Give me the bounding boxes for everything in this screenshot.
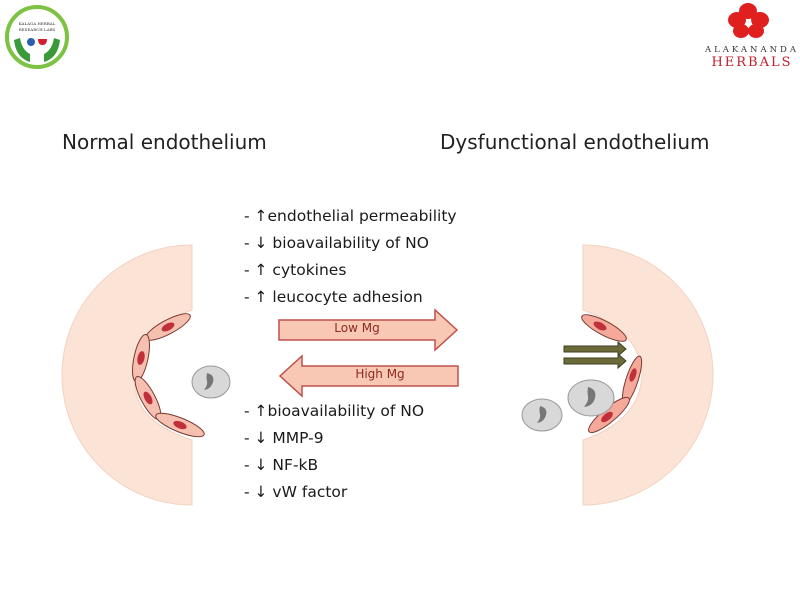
circulating-leucocyte: [521, 398, 563, 432]
alakananda-flower-logo: [728, 3, 769, 38]
list-item: - ↑bioavailability of NO: [244, 402, 425, 420]
low-mg-effects-list: - ↑endothelial permeability - ↓ bioavail…: [244, 203, 457, 311]
low-mg-label: Low Mg: [334, 321, 380, 335]
permeability-arrows: [563, 340, 627, 370]
high-mg-effects-list: - ↑bioavailability of NO - ↓ MMP-9 - ↓ N…: [244, 398, 424, 506]
herbals-text: HERBALS: [711, 55, 792, 70]
list-item: - ↑ leucocyte adhesion: [244, 288, 423, 306]
svg-text:KALAGA HERBAL: KALAGA HERBAL: [19, 21, 56, 26]
low-mg-arrow: [278, 308, 459, 352]
list-item: - ↑ cytokines: [244, 261, 347, 279]
list-item: - ↑endothelial permeability: [244, 207, 457, 225]
high-mg-arrow: [278, 354, 459, 398]
normal-vessel-wall: [61, 244, 193, 506]
adhering-leucocyte: [567, 379, 615, 417]
alakananda-text: ALAKANANDA: [704, 45, 799, 55]
high-mg-label: High Mg: [355, 367, 405, 381]
kalaga-logo: KALAGA HERBAL RESEARCH LABS: [5, 5, 69, 69]
svg-text:RESEARCH LABS: RESEARCH LABS: [19, 27, 56, 32]
dysfunctional-cell-nuclei: [593, 321, 637, 423]
list-item: - ↓ MMP-9: [244, 429, 324, 447]
dysfunctional-endothelium-title: Dysfunctional endothelium: [440, 130, 710, 154]
list-item: - ↓ bioavailability of NO: [244, 234, 429, 252]
list-item: - ↓ NF-kB: [244, 456, 319, 474]
list-item: - ↓ vW factor: [244, 483, 348, 501]
normal-endothelium-title: Normal endothelium: [62, 130, 267, 154]
dysfunctional-vessel-wall: [582, 244, 714, 506]
normal-leucocyte: [191, 365, 231, 399]
normal-cell-nuclei: [137, 322, 187, 430]
